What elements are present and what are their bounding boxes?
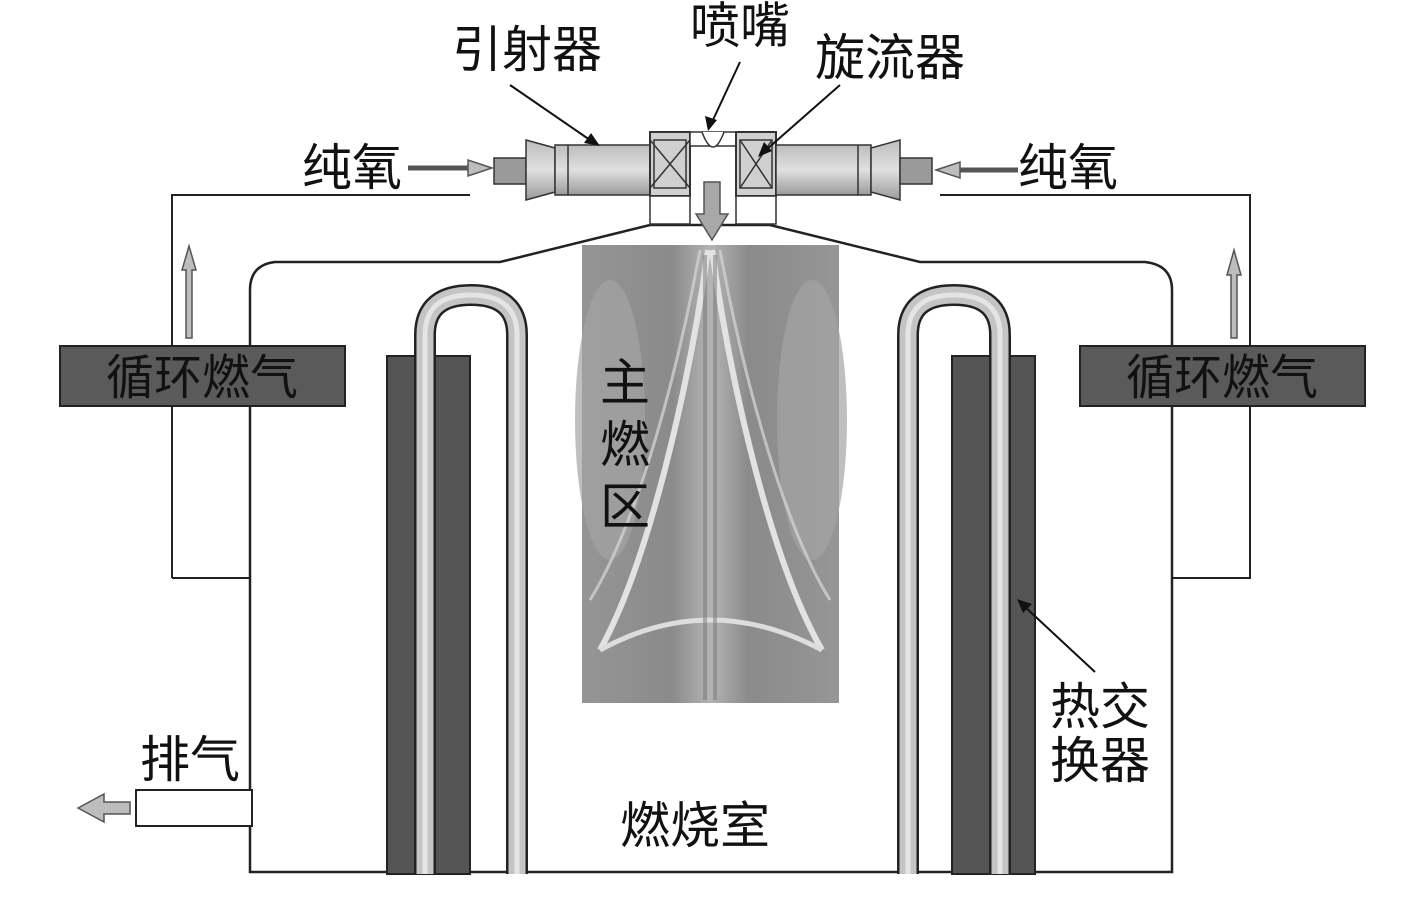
oxygen-label-right: 纯氧	[1018, 139, 1118, 197]
burner-assembly	[493, 131, 933, 225]
main-zone-label-2: 燃	[600, 416, 650, 474]
heat-exchanger-label-2: 换器	[1050, 732, 1150, 790]
leader-ejector	[509, 84, 600, 146]
oxygen-label-left: 纯氧	[302, 139, 402, 197]
recycle-label-right: 循环燃气	[1126, 350, 1318, 406]
exhaust-pipe	[135, 789, 253, 827]
leader-nozzle	[705, 61, 741, 131]
nozzle-label: 喷嘴	[690, 0, 790, 55]
oxygen-arrow-left	[408, 158, 495, 178]
recirculation-loop-left	[171, 194, 470, 579]
heat-exchanger-right	[897, 283, 1036, 875]
heat-exchanger-label-1: 热交	[1050, 678, 1150, 736]
oxygen-arrow-right	[933, 160, 1018, 180]
main-combustion-zone: 主 燃 区	[575, 245, 847, 703]
swirler-label: 旋流器	[815, 29, 965, 87]
recycle-label-left: 循环燃气	[106, 350, 298, 406]
leader-heat-exchanger	[1017, 599, 1096, 673]
recycle-box-right: 循环燃气	[1079, 345, 1366, 407]
heat-exchanger-left	[386, 283, 528, 875]
combustion-chamber-label: 燃烧室	[620, 797, 770, 855]
main-zone-label-3: 区	[600, 478, 650, 536]
main-zone-label-1: 主	[600, 354, 650, 412]
recycle-up-arrow-right	[1226, 247, 1242, 339]
nozzle-down-arrow	[694, 181, 730, 242]
leader-swirler	[758, 84, 841, 157]
exhaust-label: 排气	[140, 731, 240, 789]
exhaust-arrow	[76, 792, 131, 824]
ejector-label: 引射器	[452, 21, 602, 79]
recycle-box-left: 循环燃气	[59, 345, 346, 407]
recycle-up-arrow-left	[181, 243, 197, 339]
